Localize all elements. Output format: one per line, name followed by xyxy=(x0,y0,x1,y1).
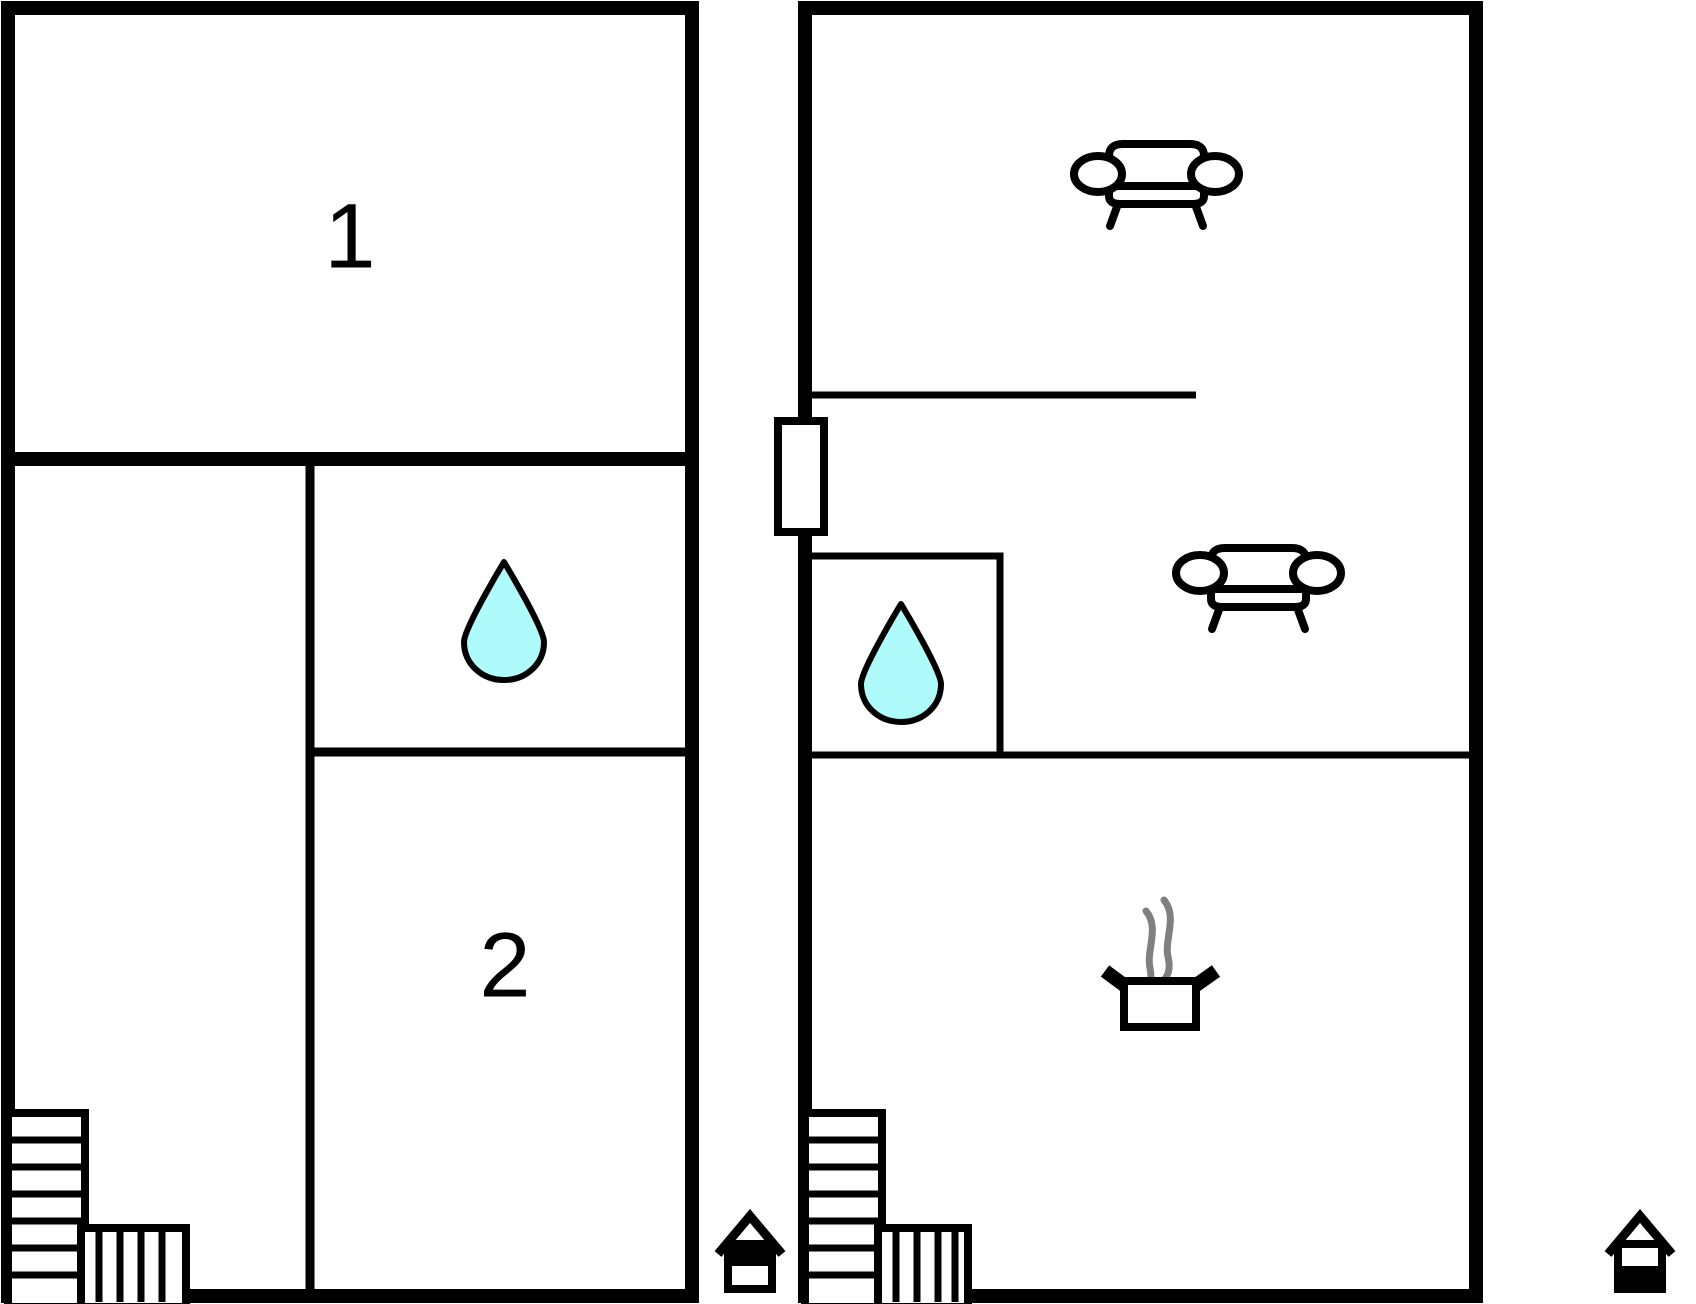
right-plan-wc-walls xyxy=(805,552,1004,755)
room-label-1: 1 xyxy=(324,185,375,287)
steam-wisp xyxy=(1159,896,1174,985)
staircase xyxy=(801,1109,972,1304)
marker-body xyxy=(724,1240,776,1293)
staircase xyxy=(4,1109,190,1304)
left-plan-outer-wall xyxy=(1,1,699,1303)
cooking-pot-icon xyxy=(1100,896,1221,1031)
water-drop-icon xyxy=(858,601,944,725)
marker-upper-band xyxy=(728,1244,772,1266)
sofa-armrest-right xyxy=(1187,152,1243,196)
sofa-icon-top xyxy=(1070,140,1243,230)
right-plan-outer-wall xyxy=(798,1,1483,1303)
sofa-armrest-left xyxy=(1070,152,1126,196)
room-label-2: 2 xyxy=(479,914,530,1016)
water-drop-icon xyxy=(461,559,547,683)
left-plan-group: 1 2 xyxy=(1,1,699,1304)
door-symbol xyxy=(774,417,828,536)
marker-lower-band xyxy=(1618,1266,1662,1289)
level-marker-house-icon-left xyxy=(714,1209,786,1293)
marker-body xyxy=(1614,1240,1666,1293)
sofa-icon-middle xyxy=(1172,544,1345,633)
sofa-armrest-right xyxy=(1289,551,1345,595)
right-plan-group xyxy=(774,1,1483,1304)
pot-body xyxy=(1120,977,1200,1031)
level-marker-house-icon-right xyxy=(1604,1209,1676,1293)
sofa-armrest-left xyxy=(1172,551,1228,595)
